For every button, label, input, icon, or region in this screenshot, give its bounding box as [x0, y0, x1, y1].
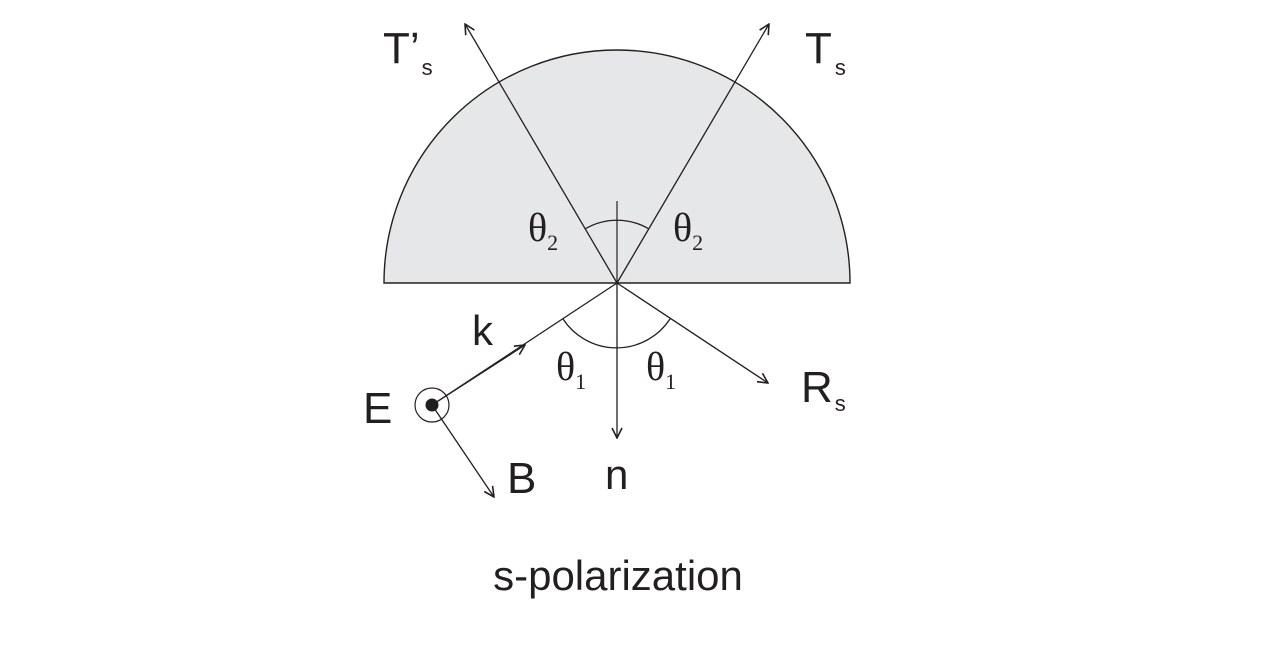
label-theta1-left-sub: 1 — [575, 369, 586, 394]
label-r-sub: s — [835, 391, 846, 416]
label-theta2-right-sub: 2 — [692, 230, 703, 255]
label-t-prime-main: T’ — [383, 24, 420, 73]
theta1-arc — [562, 318, 671, 349]
label-t-prime-sub: s — [422, 55, 433, 80]
label-theta2-right: θ2 — [673, 205, 703, 255]
medium-semicircle — [383, 49, 851, 284]
label-theta1-left-main: θ — [556, 344, 575, 389]
label-theta2-left-main: θ — [528, 205, 547, 250]
wave-vector-k-arrow — [431, 345, 525, 406]
electric-field-e-circle — [414, 387, 450, 423]
label-t-prime: T’s — [383, 24, 433, 80]
theta2-arc — [584, 219, 650, 230]
electric-field-e-dot — [425, 398, 439, 412]
label-theta2-left-sub: 2 — [547, 230, 558, 255]
label-theta1-right: θ1 — [646, 344, 676, 394]
label-t-sub: s — [835, 55, 846, 80]
transmitted-ray-t-prime — [465, 24, 618, 284]
label-b: B — [507, 454, 536, 503]
label-theta2-right-main: θ — [673, 205, 692, 250]
label-k: k — [472, 307, 494, 354]
label-n: n — [605, 451, 628, 498]
magnetic-field-b-vector — [431, 404, 494, 497]
label-theta1-right-main: θ — [646, 344, 665, 389]
label-theta2-left: θ2 — [528, 205, 558, 255]
label-e: E — [363, 384, 392, 433]
label-r: Rs — [801, 363, 846, 416]
label-r-main: R — [801, 363, 833, 412]
label-t-main: T — [805, 24, 832, 73]
label-theta1-left: θ1 — [556, 344, 586, 394]
label-theta1-right-sub: 1 — [665, 369, 676, 394]
diagram-caption: s-polarization — [493, 552, 743, 599]
transmitted-ray-t — [616, 24, 769, 284]
reflected-ray — [616, 282, 768, 383]
